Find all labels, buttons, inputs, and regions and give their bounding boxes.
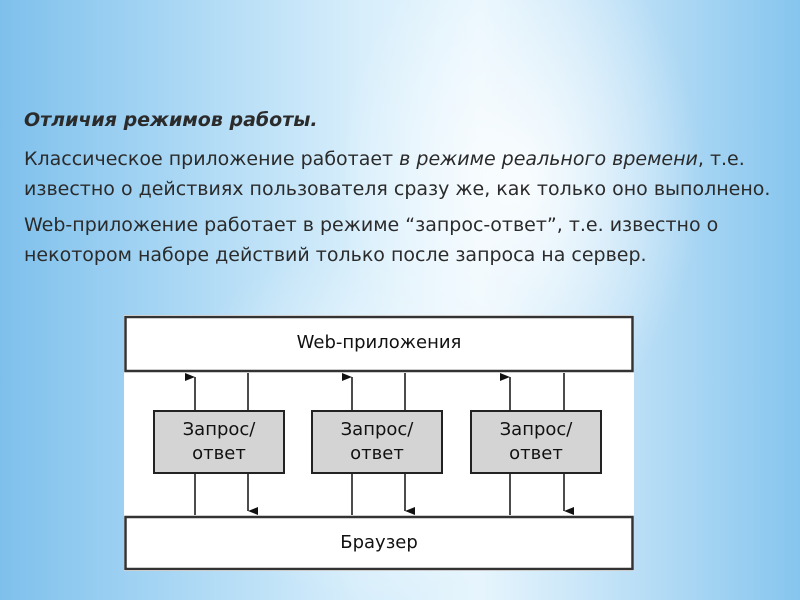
request-response-diagram: Web-приложения Браузер Запрос/ ответ Зап… [124, 315, 634, 571]
web-apps-box [124, 315, 634, 373]
browser-box [124, 515, 634, 571]
request-box-3-text: Запрос/ ответ [471, 418, 601, 466]
paragraph-classic-app: Классическое приложение работает в режим… [24, 144, 784, 204]
paragraph-web-app: Web-приложение работает в режиме “запрос… [24, 214, 719, 266]
slide-heading: Отличия режимов работы. [24, 109, 318, 131]
request-box-2 [311, 410, 443, 474]
paragraph-classic-app-emphasis: в режиме реального времени [399, 148, 698, 170]
request-box-1-text: Запрос/ ответ [154, 418, 284, 466]
browser-label: Браузер [340, 532, 418, 553]
request-box-3 [470, 410, 602, 474]
request-box-1-line2: ответ [192, 443, 246, 464]
paragraph-classic-app-end: , т.е. известно о действиях пользователя… [24, 148, 771, 200]
request-box-2-line1: Запрос/ [340, 419, 414, 440]
slide-text: Отличия режимов работы. Классическое при… [24, 106, 784, 276]
web-apps-label: Web-приложения [296, 332, 462, 353]
diagram-graphics [124, 315, 634, 571]
request-box-1-line1: Запрос/ [182, 419, 256, 440]
request-box-2-text: Запрос/ ответ [312, 418, 442, 466]
request-box-3-line2: ответ [509, 443, 563, 464]
request-box-1 [153, 410, 285, 474]
request-box-3-line1: Запрос/ [499, 419, 573, 440]
request-box-2-line2: ответ [350, 443, 404, 464]
paragraph-classic-app-start: Классическое приложение работает [24, 148, 400, 170]
